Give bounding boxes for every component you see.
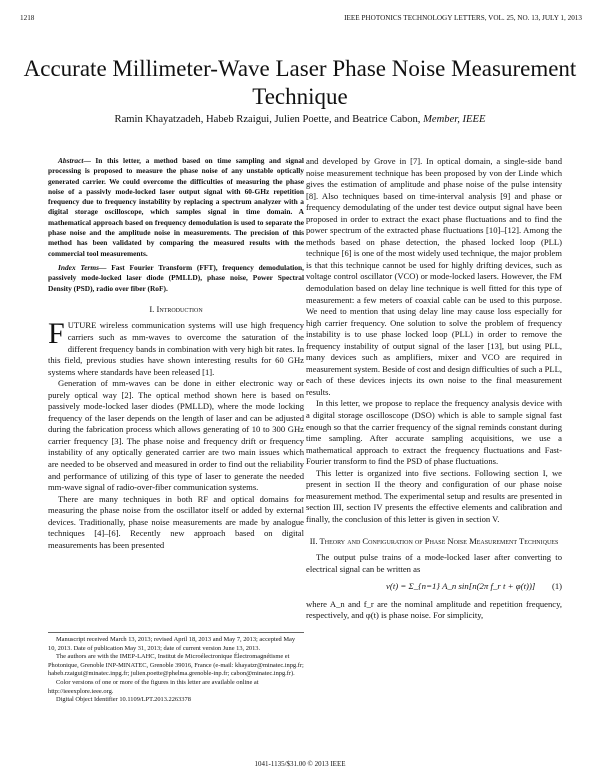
footnote-doi: Digital Object Identifier 10.1109/LPT.20… <box>56 696 191 704</box>
abstract-lead: Abstract <box>58 156 84 165</box>
section-heading-introduction: I. Introduction <box>149 303 203 314</box>
author-role: Member, IEEE <box>423 114 486 125</box>
journal-header: IEEE PHOTONICS TECHNOLOGY LETTERS, VOL. … <box>344 14 582 22</box>
footnote-received: Manuscript received March 13, 2013; revi… <box>48 636 296 652</box>
abstract: Abstract— In this letter, a method based… <box>48 156 304 259</box>
drop-cap: F <box>48 317 65 351</box>
right-paragraph-5: where A_n and f_r are the nominal amplit… <box>306 598 562 621</box>
right-paragraph-1: and developed by Grove in [7]. In optica… <box>306 156 562 397</box>
page-number: 1218 <box>20 14 35 22</box>
right-paragraph-4: The output pulse trains of a mode-locked… <box>306 552 562 574</box>
right-paragraph-2: In this letter, we propose to replace th… <box>306 398 562 467</box>
index-terms: Index Terms— Fast Fourier Transform (FFT… <box>48 263 304 294</box>
equation-number: (1) <box>551 581 562 592</box>
equation-1: v(t) = Σ_{n=1} A_n sin[n(2π f_r t + φ(t)… <box>306 581 562 593</box>
right-paragraph-3: This letter is organized into five secti… <box>306 467 562 524</box>
author-names: Ramin Khayatzadeh, Habeb Rzaigui, Julien… <box>114 114 421 125</box>
index-terms-lead: Index Terms <box>58 262 100 272</box>
right-column: and developed by Grove in [7]. In optica… <box>306 156 562 622</box>
footnotes: Manuscript received March 13, 2013; revi… <box>48 632 304 705</box>
intro-paragraph-2: Generation of mm-waves can be done in ei… <box>48 378 304 493</box>
intro-paragraph-1-text: UTURE wireless communication systems wil… <box>48 320 304 377</box>
paper-title: Accurate Millimeter-Wave Laser Phase Noi… <box>23 56 577 109</box>
index-terms-text: — Fast Fourier Transform (FFT), frequenc… <box>48 262 305 293</box>
copyright-footer: 1041-1135/$31.00 © 2013 IEEE <box>254 760 346 768</box>
left-column: Abstract— In this letter, a method based… <box>48 156 304 551</box>
abstract-text: — In this letter, a method based on time… <box>48 156 304 258</box>
equation-body: v(t) = Σ_{n=1} A_n sin[n(2π f_r t + φ(t)… <box>386 581 536 592</box>
intro-paragraph-3: There are many techniques in both RF and… <box>48 493 304 550</box>
section-heading-theory: II. Theory and Configuration of Phase No… <box>309 535 559 546</box>
footnote-color: Color versions of one or more of the fig… <box>48 678 259 695</box>
footnote-affiliation: The authors are with the IMEP-LAHC, Inst… <box>48 653 304 678</box>
author-line: Ramin Khayatzadeh, Habeb Rzaigui, Julien… <box>20 114 580 125</box>
